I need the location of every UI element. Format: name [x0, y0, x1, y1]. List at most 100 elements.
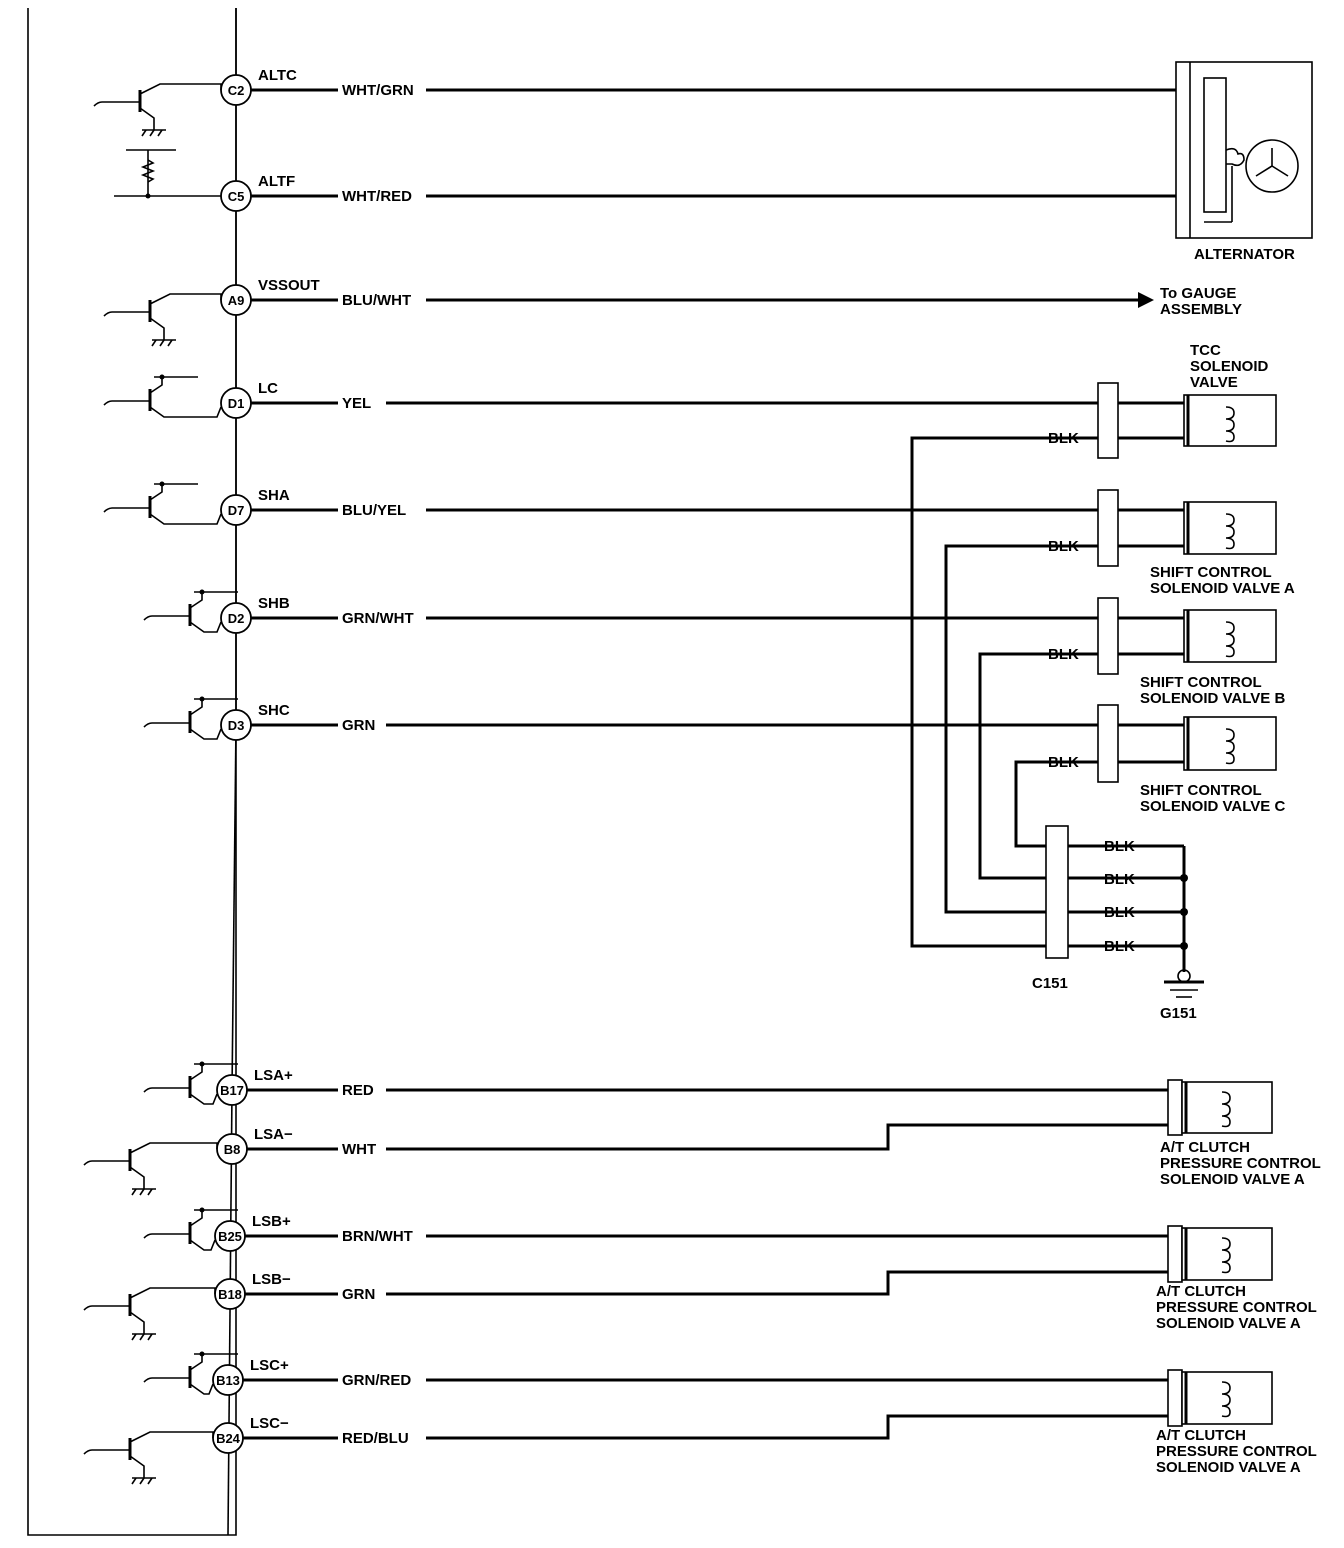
pin-id-label: D3 [228, 718, 245, 733]
solenoid-layer [1097, 382, 1277, 1427]
gauge-label-line2: ASSEMBLY [1160, 301, 1242, 318]
signal-name-label: LSB− [252, 1271, 291, 1288]
svg-text:SHIFT CONTROL: SHIFT CONTROL [1150, 564, 1272, 581]
signal-name-label: LC [258, 380, 278, 397]
solenoid-valve-icon [1097, 382, 1277, 459]
blk-label: BLK [1104, 904, 1135, 921]
blk-label: BLK [1048, 754, 1079, 771]
wire-color-label: GRN [342, 1286, 375, 1303]
driver-transistor-icon [83, 1287, 216, 1341]
svg-text:PRESSURE CONTROL: PRESSURE CONTROL [1160, 1155, 1321, 1172]
alternator: ALTERNATOR [1175, 61, 1313, 263]
pin-id-label: B13 [216, 1373, 240, 1388]
wire-color-label: RED [342, 1082, 374, 1099]
wire-color-label: YEL [342, 395, 371, 412]
blk-label: BLK [1104, 938, 1135, 955]
driver-transistor-icon [143, 1351, 238, 1395]
signal-name-label: LSA+ [254, 1067, 293, 1084]
clutch-solenoid-icon [1167, 1079, 1273, 1136]
svg-text:SOLENOID VALVE B: SOLENOID VALVE B [1140, 690, 1285, 707]
svg-text:SOLENOID VALVE A: SOLENOID VALVE A [1150, 580, 1295, 597]
svg-text:A/T CLUTCH: A/T CLUTCH [1160, 1139, 1250, 1156]
svg-text:A/T CLUTCH: A/T CLUTCH [1156, 1283, 1246, 1300]
wire-color-label: BLU/WHT [342, 292, 411, 309]
pin-id-label: D2 [228, 611, 245, 626]
svg-text:TCC: TCC [1190, 342, 1221, 359]
pin-id-label: B17 [220, 1083, 244, 1098]
clutch-solenoid-a2-label: A/T CLUTCH PRESSURE CONTROL SOLENOID VAL… [1156, 1283, 1317, 1332]
driver-transistor-icon [114, 149, 221, 199]
blk-label: BLK [1048, 538, 1079, 555]
c151-connector [1045, 825, 1069, 959]
svg-text:VALVE: VALVE [1190, 374, 1238, 391]
shift-solenoid-b-label: SHIFT CONTROL SOLENOID VALVE B [1140, 674, 1285, 707]
blk-label: BLK [1048, 646, 1079, 663]
driver-transistor-icon [83, 1431, 214, 1485]
clutch-solenoid-a1-label: A/T CLUTCH PRESSURE CONTROL SOLENOID VAL… [1160, 1139, 1321, 1188]
svg-text:PRESSURE CONTROL: PRESSURE CONTROL [1156, 1443, 1317, 1460]
gauge-label-line1: To GAUGE [1160, 285, 1236, 302]
wire-color-label: GRN/WHT [342, 610, 414, 627]
signal-name-label: LSC− [250, 1415, 289, 1432]
clutch-solenoid-icon [1167, 1225, 1273, 1283]
svg-text:SOLENOID VALVE A: SOLENOID VALVE A [1160, 1171, 1305, 1188]
pin-id-label: B24 [216, 1431, 241, 1446]
signal-name-label: ALTF [258, 173, 295, 190]
signal-name-label: LSC+ [250, 1357, 289, 1374]
alternator-label: ALTERNATOR [1194, 246, 1295, 263]
wire-layer: WHT/GRNALTCWHT/REDALTFBLU/WHTVSSOUTYELLC… [243, 67, 1176, 1447]
pin-id-label: C5 [228, 189, 245, 204]
driver-transistor-icon [143, 696, 238, 740]
wire-color-label: GRN [342, 717, 375, 734]
signal-name-label: ALTC [258, 67, 297, 84]
pin-id-label: A9 [228, 293, 245, 308]
solenoid-valve-icon [1097, 597, 1277, 675]
wire-segment [426, 1414, 1168, 1440]
signal-name-label: SHB [258, 595, 290, 612]
signal-name-label: LSA− [254, 1126, 293, 1143]
c151-label: C151 [1032, 975, 1068, 992]
pin-id-label: C2 [228, 83, 245, 98]
wire-color-label: GRN/RED [342, 1372, 411, 1389]
svg-text:SHIFT CONTROL: SHIFT CONTROL [1140, 782, 1262, 799]
svg-text:SOLENOID VALVE C: SOLENOID VALVE C [1140, 798, 1285, 815]
signal-name-label: SHA [258, 487, 290, 504]
shift-solenoid-c-label: SHIFT CONTROL SOLENOID VALVE C [1140, 782, 1285, 815]
clutch-solenoid-icon [1167, 1369, 1273, 1427]
driver-transistor-icon [103, 374, 222, 418]
driver-transistor-icon [83, 1142, 218, 1196]
pin-id-label: B25 [218, 1229, 242, 1244]
wire-color-label: WHT [342, 1141, 376, 1158]
wire-color-label: RED/BLU [342, 1430, 409, 1447]
driver-layer [83, 83, 238, 1485]
wire-color-label: BLU/YEL [342, 502, 406, 519]
blk-label: BLK [1048, 430, 1079, 447]
driver-transistor-icon [103, 293, 222, 347]
driver-transistor-icon [143, 1061, 238, 1105]
pin-id-label: D7 [228, 503, 245, 518]
signal-name-label: LSB+ [252, 1213, 291, 1230]
driver-transistor-icon [103, 481, 222, 525]
wire-color-label: BRN/WHT [342, 1228, 413, 1245]
driver-transistor-icon [93, 83, 222, 137]
svg-text:SOLENOID VALVE A: SOLENOID VALVE A [1156, 1459, 1301, 1476]
blk-label: BLK [1104, 871, 1135, 888]
g151-label: G151 [1160, 1005, 1197, 1022]
driver-transistor-icon [143, 589, 238, 633]
signal-name-label: SHC [258, 702, 290, 719]
pin-id-label: B18 [218, 1287, 242, 1302]
ground-icon [1164, 969, 1204, 998]
ground-network: C151 G151 BLK BLK BLK BLK BLK BLK BLK BL… [910, 430, 1204, 1022]
svg-text:PRESSURE CONTROL: PRESSURE CONTROL [1156, 1299, 1317, 1316]
svg-text:SHIFT CONTROL: SHIFT CONTROL [1140, 674, 1262, 691]
shift-solenoid-a-label: SHIFT CONTROL SOLENOID VALVE A [1150, 564, 1295, 597]
signal-name-label: VSSOUT [258, 277, 320, 294]
tcc-solenoid-label: TCC SOLENOID VALVE [1190, 342, 1269, 391]
arrow-right-icon [1138, 292, 1154, 308]
svg-text:A/T CLUTCH: A/T CLUTCH [1156, 1427, 1246, 1444]
blk-label: BLK [1104, 838, 1135, 855]
gauge-assembly-reference: To GAUGE ASSEMBLY [1138, 285, 1242, 318]
pin-id-label: D1 [228, 396, 245, 411]
